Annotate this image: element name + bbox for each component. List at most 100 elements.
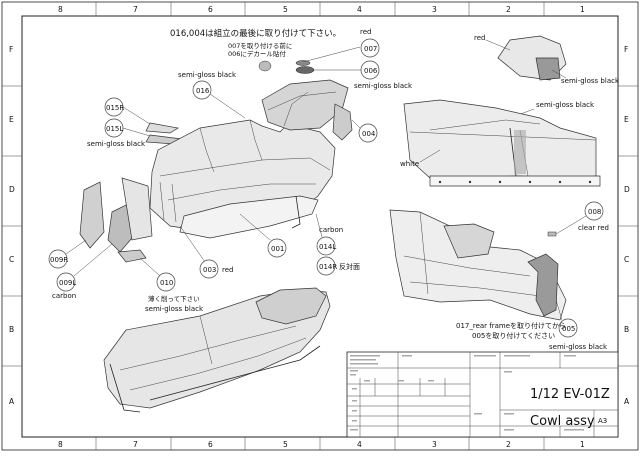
zone-col-5-bottom: 5 [283, 440, 288, 449]
zone-col-5-top: 5 [283, 5, 288, 14]
label-red-003: red [222, 266, 233, 274]
callout-016 [192, 80, 212, 100]
part-010-shape [117, 249, 147, 263]
title-block [346, 351, 619, 438]
label-carbon-014: carbon [319, 226, 343, 234]
inner-side-panel [121, 177, 153, 241]
zone-row-F-right: F [624, 45, 628, 54]
fairing-dark-panel [535, 57, 561, 81]
zone-col-3-top: 3 [432, 5, 437, 14]
rear-frame-note-line-1: 017_rear frameを取り付けてから [456, 321, 566, 330]
callout-010 [156, 272, 176, 292]
part-008-shape [547, 231, 557, 237]
zone-col-8-bottom: 8 [58, 440, 63, 449]
callout-005-number: 005 [562, 325, 575, 333]
zone-row-D-left: D [9, 185, 15, 194]
callout-009L [56, 272, 76, 292]
rear-seat-view [443, 223, 495, 259]
callout-008 [584, 201, 604, 221]
title-sheet-size: A3 [598, 417, 607, 425]
zone-col-2-top: 2 [506, 5, 511, 14]
part-001-shape [179, 195, 319, 239]
zone-row-B-left: B [9, 325, 14, 334]
callout-014R [316, 256, 336, 276]
label-sgb-006: semi-gloss black [354, 82, 413, 90]
zone-col-4-bottom: 4 [357, 440, 362, 449]
callout-001-number: 001 [271, 245, 284, 253]
decal-part [258, 60, 272, 72]
zone-row-D-right: D [624, 185, 630, 194]
label-white: white [400, 160, 419, 168]
label-sgb-015: semi-gloss black [87, 140, 146, 148]
install-note-line-2: 006にデカール貼付 [228, 49, 286, 58]
side-view-undercowl [429, 175, 601, 187]
zone-col-1-bottom: 1 [580, 440, 585, 449]
part-009L-shape [107, 203, 133, 253]
label-sgb-016: semi-gloss black [178, 71, 237, 79]
callout-004-number: 004 [362, 130, 376, 138]
zone-col-1-top: 1 [580, 5, 585, 14]
zone-col-7-bottom: 7 [133, 440, 138, 449]
label-opposite-side: 反対面 [339, 262, 360, 271]
zone-col-6-top: 6 [208, 5, 213, 14]
shave-note: 薄く削って下さい [148, 294, 200, 303]
callout-016-number: 016 [196, 87, 210, 95]
part-009R-shape [79, 181, 105, 249]
callout-015L-number: 015L [106, 125, 123, 133]
label-sgb-005: semi-gloss black [549, 343, 608, 351]
rear-frame-note-line-2: 005を取り付けてください [472, 331, 555, 340]
callout-014R-number: 014R [319, 263, 337, 271]
title-model: 1/12 EV-01Z [530, 387, 610, 402]
zone-col-2-bottom: 2 [506, 440, 511, 449]
callout-014L [316, 236, 336, 256]
callout-007-number: 007 [364, 45, 377, 53]
zone-row-C-right: C [624, 255, 629, 264]
zone-row-B-right: B [624, 325, 629, 334]
install-note-line-1: 007を取り付ける前に [228, 41, 292, 50]
callout-006 [360, 60, 380, 80]
callout-008-number: 008 [588, 208, 601, 216]
part-005-shape [527, 253, 559, 317]
label-sgb-010: semi-gloss black [145, 305, 204, 313]
zone-row-C-left: C [9, 255, 14, 264]
label-sgb-right-top: semi-gloss black [561, 77, 620, 85]
side-view-cowl [403, 99, 597, 181]
callout-014L-number: 014L [319, 243, 336, 251]
title-part-name: Cowl assy [530, 414, 595, 429]
zone-row-E-left: E [9, 115, 14, 124]
zone-row-E-right: E [624, 115, 629, 124]
callout-009R [48, 249, 68, 269]
zone-row-A-right: A [624, 397, 630, 406]
callout-004 [358, 123, 378, 143]
label-clear-red: clear red [578, 224, 609, 232]
part-015R-shape [145, 122, 179, 134]
part-006-shape [295, 66, 315, 74]
zone-col-4-top: 4 [357, 5, 362, 14]
callout-015R-number: 015R [106, 104, 124, 112]
zone-col-7-top: 7 [133, 5, 138, 14]
label-sgb-right-mid: semi-gloss black [536, 101, 595, 109]
label-red-right: red [474, 34, 485, 42]
callout-003-number: 003 [203, 266, 216, 274]
part-004-shape [332, 103, 353, 141]
zone-col-8-top: 8 [58, 5, 63, 14]
assembled-seat [255, 287, 327, 325]
zone-row-A-left: A [9, 397, 15, 406]
callout-005 [558, 318, 578, 338]
zone-col-3-bottom: 3 [432, 440, 437, 449]
part-007-shape [295, 60, 311, 66]
callout-009R-number: 009R [50, 256, 68, 264]
label-red-007: red [360, 28, 371, 36]
callout-009L-number: 009L [59, 279, 76, 287]
callout-006-number: 006 [364, 67, 378, 75]
callout-001 [267, 238, 287, 258]
callout-007 [360, 38, 380, 58]
zone-col-6-bottom: 6 [208, 440, 213, 449]
callout-010-number: 010 [160, 279, 173, 287]
callout-003 [199, 259, 219, 279]
label-carbon-009: carbon [52, 292, 76, 300]
assembly-order-note: 016,004は組立の最後に取り付けて下さい。 [170, 28, 341, 39]
zone-row-F-left: F [9, 45, 13, 54]
zone-ticks [2, 2, 638, 450]
